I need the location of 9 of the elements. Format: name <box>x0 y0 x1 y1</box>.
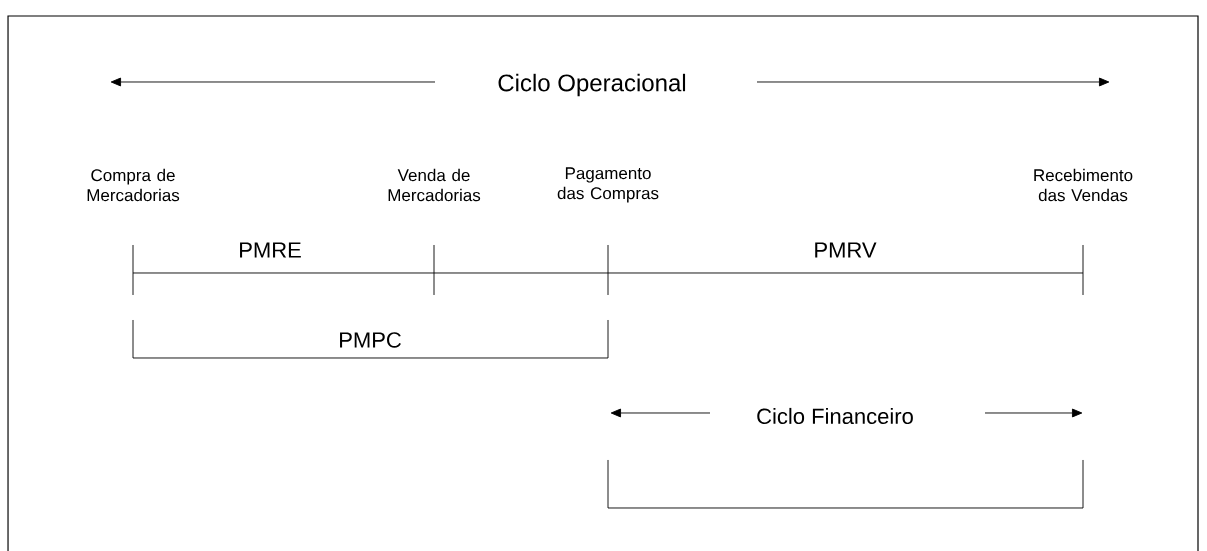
label: Recebimento das Vendas <box>1034 168 1133 202</box>
label: Ciclo Operacional <box>498 73 686 97</box>
label: Venda de Mercadorias <box>388 168 481 202</box>
label: PMPC <box>340 332 401 348</box>
label: Pagamento das Compras <box>557 167 659 203</box>
label: Compra de Mercadorias <box>87 168 180 202</box>
label: Ciclo Financeiro <box>757 407 913 425</box>
label: PMRV <box>815 242 877 258</box>
label: PMRE <box>240 242 301 258</box>
